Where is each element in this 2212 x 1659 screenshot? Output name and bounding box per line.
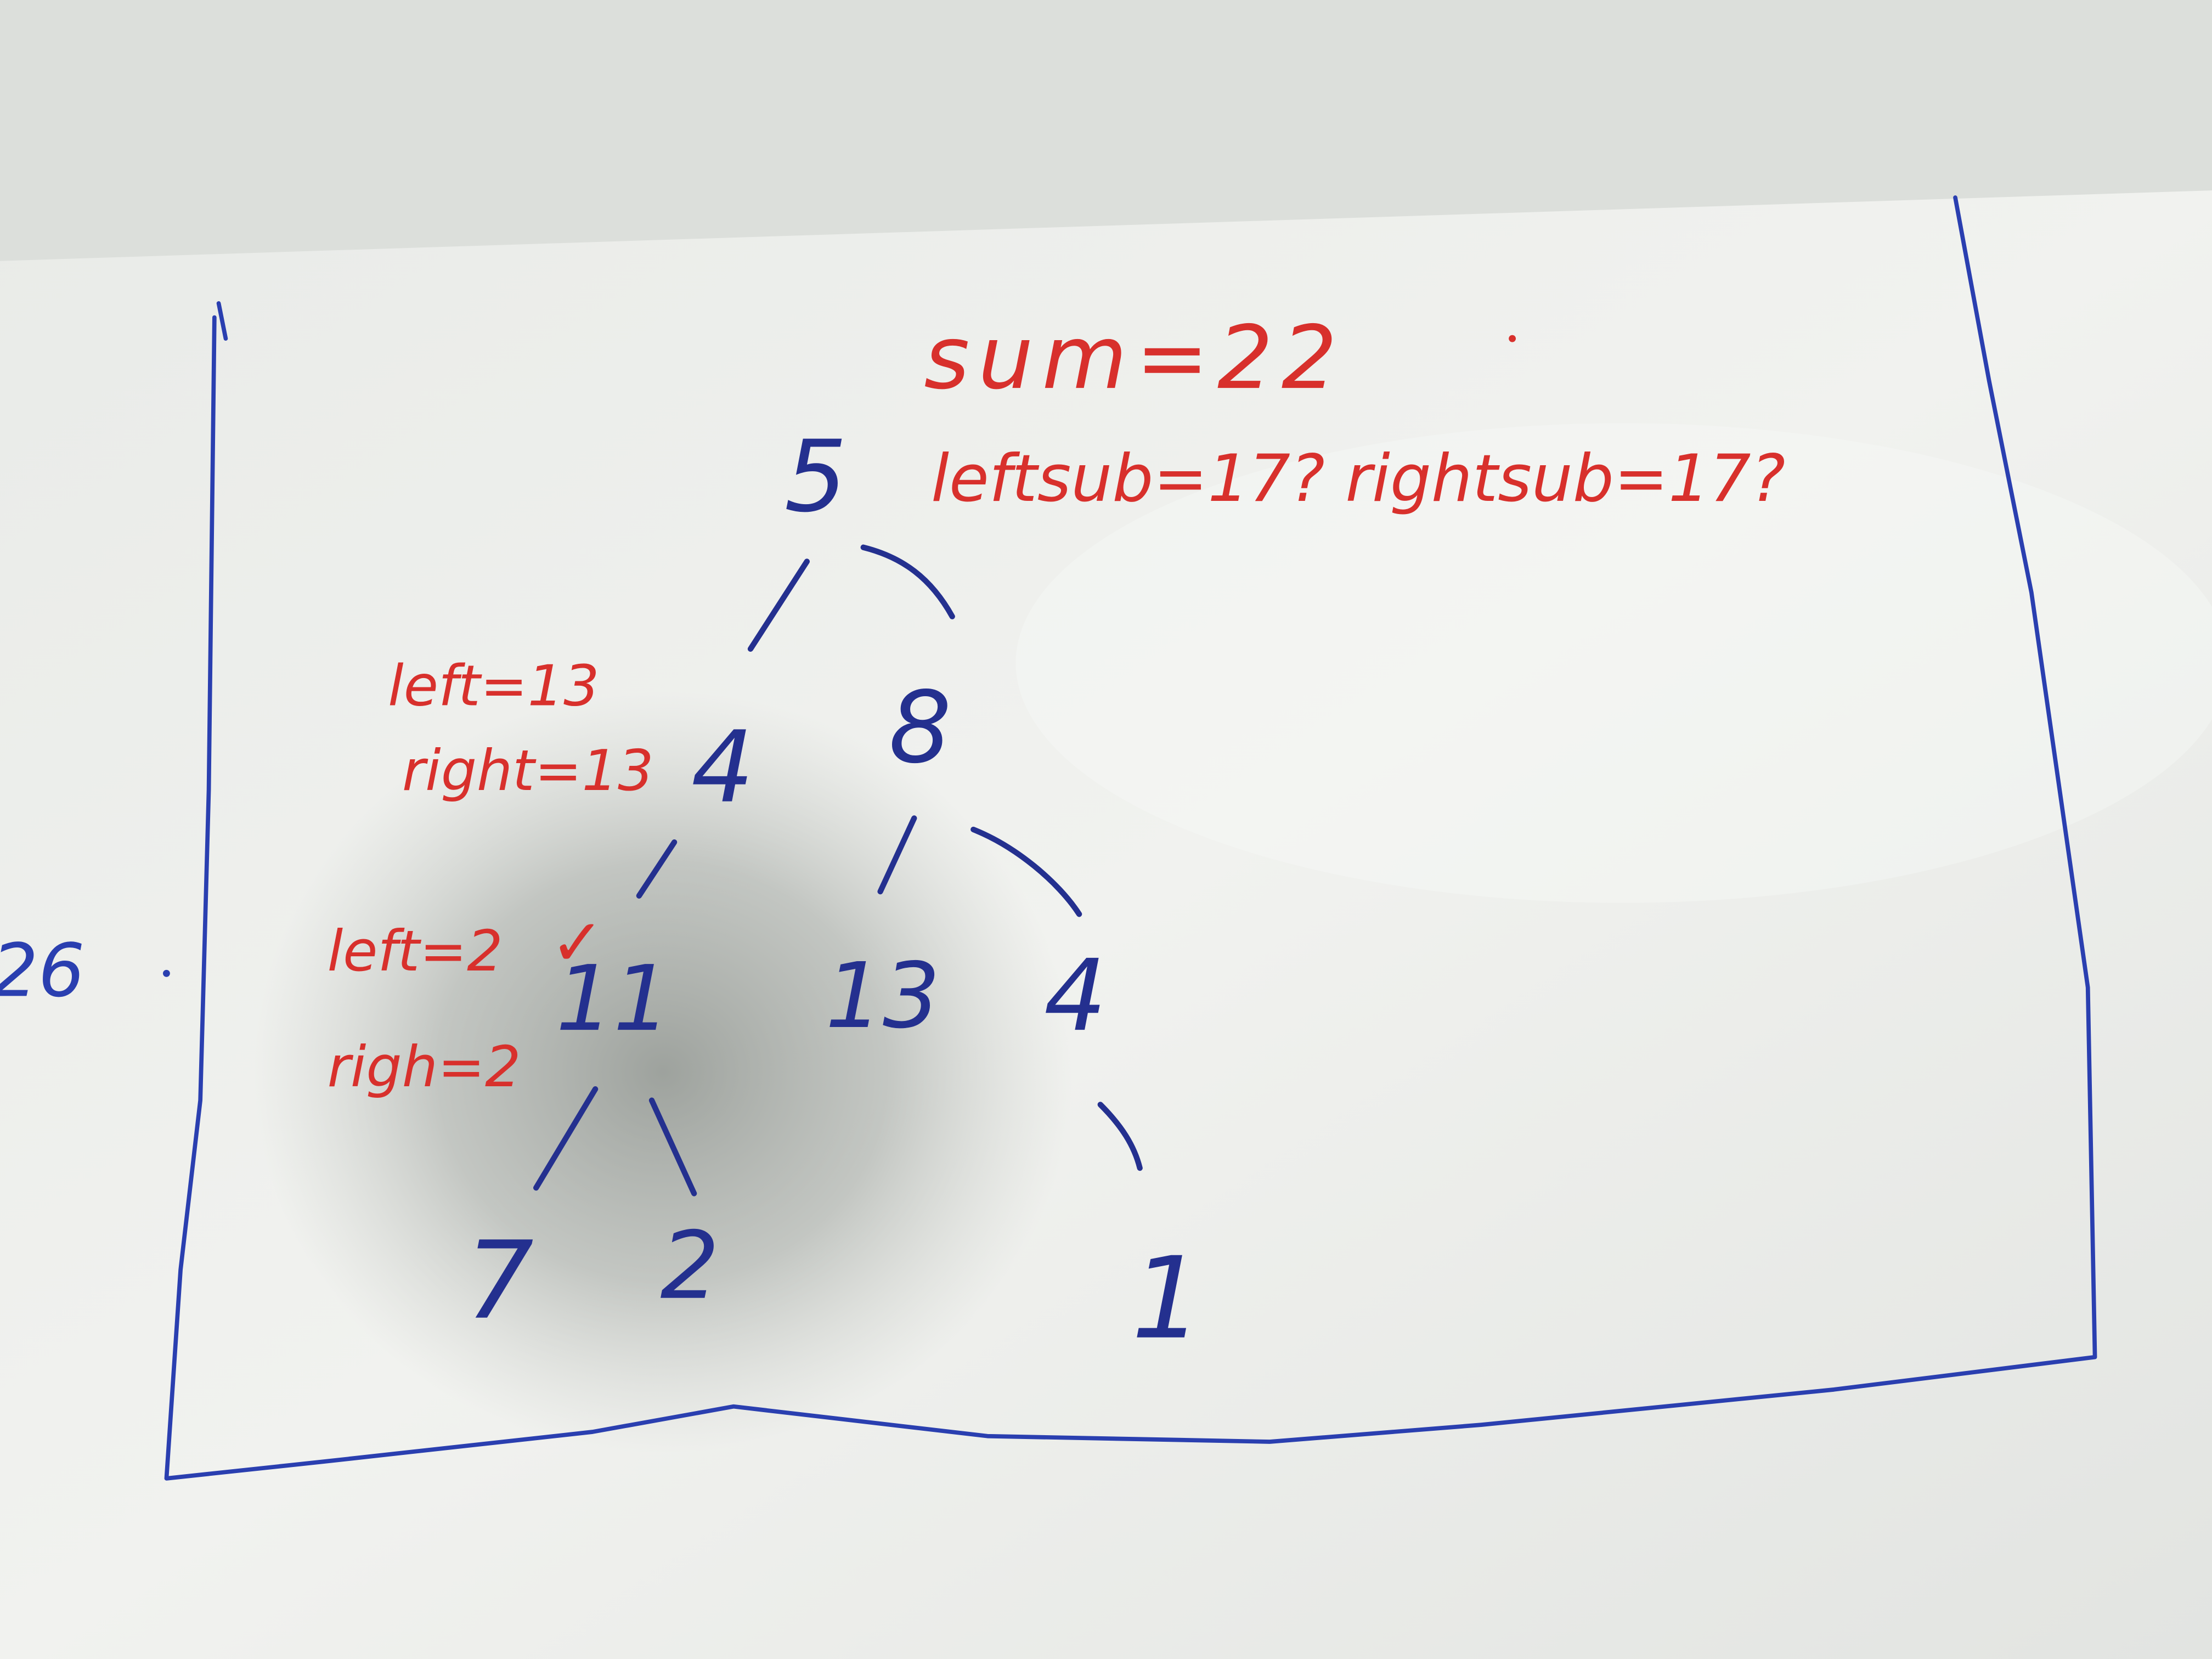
stray-dot-blue xyxy=(163,969,170,977)
tree-node-7: 7 xyxy=(466,1219,534,1344)
edge-4-11 xyxy=(636,839,678,899)
top-page xyxy=(0,0,2212,268)
tree-node-13: 13 xyxy=(825,943,940,1048)
tree-node-8: 8 xyxy=(889,671,952,786)
tree-node-4: 4 xyxy=(691,710,754,825)
edge-8-4b xyxy=(970,826,1082,917)
hand-shadow xyxy=(253,691,1073,1453)
check-mark: ✓ xyxy=(550,905,605,980)
left-note-11: left=2 xyxy=(328,919,503,984)
tree-node-11: 11 xyxy=(556,946,670,1051)
tree-node-2: 2 xyxy=(660,1212,719,1321)
edge-11-2 xyxy=(648,1097,697,1197)
right-note-11: righ=2 xyxy=(328,1035,521,1100)
edge-4b-1 xyxy=(1097,1102,1143,1171)
sum-note: sum=22 xyxy=(924,307,1345,409)
tree-node-4b: 4 xyxy=(1044,939,1107,1053)
tree-node-1: 1 xyxy=(1131,1233,1203,1364)
subtree-sum-note: leftsub=17? rightsub=17? xyxy=(931,441,1785,516)
margin-scrawl: 26 xyxy=(0,928,85,1013)
tree-root-node: 5 xyxy=(785,420,848,534)
stray-dot xyxy=(1509,335,1516,342)
edge-5-4 xyxy=(747,558,810,652)
right-note-4: right=13 xyxy=(402,738,654,804)
drawn-frame xyxy=(164,195,2097,1481)
edge-5-8 xyxy=(860,544,955,619)
tree-edges xyxy=(533,544,1143,1197)
edge-11-7 xyxy=(533,1086,599,1191)
left-note-4: left=13 xyxy=(388,654,599,719)
highlight xyxy=(1015,423,2212,903)
edge-8-13 xyxy=(877,815,917,895)
